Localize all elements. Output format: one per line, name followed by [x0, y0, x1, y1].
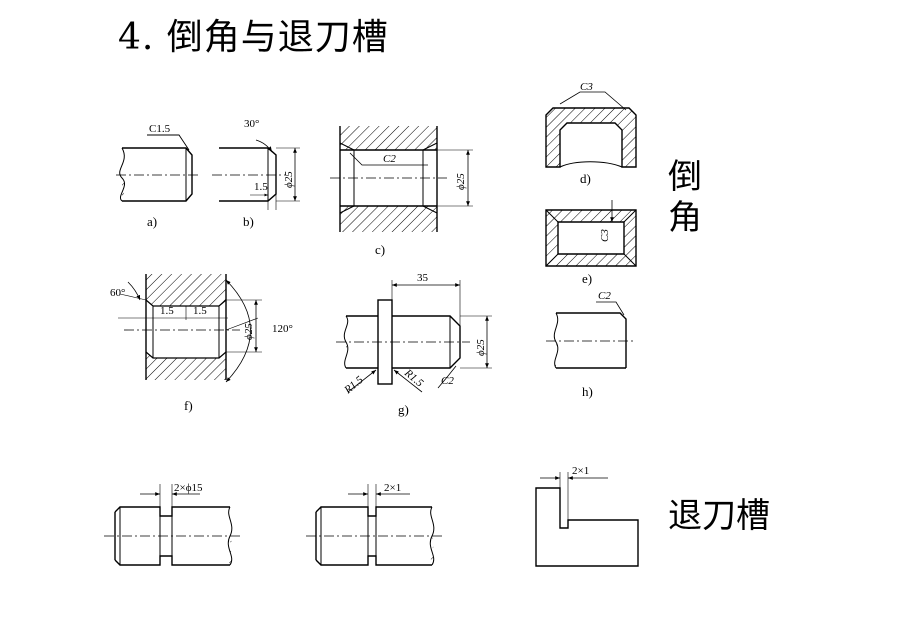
fig-c-caption: c): [375, 242, 385, 257]
fig-d-chamfer-note: C3: [580, 81, 593, 93]
figure-g: 35 ϕ25 R1.5 R1.5 C2 g): [336, 272, 492, 417]
page-title: 4. 倒角与退刀槽: [118, 17, 389, 58]
fig-f-caption: f): [184, 398, 193, 413]
fig-b-diameter: ϕ25: [283, 171, 295, 188]
figure-c: C2 ϕ25 c): [330, 126, 473, 257]
undercut-label: 退刀槽: [668, 496, 770, 536]
fig-a-chamfer-note: C1.5: [149, 123, 171, 135]
fig-h-chamfer-note: C2: [598, 290, 611, 302]
fig-f-len-1: 1.5: [160, 305, 174, 317]
undercut-1-note: 2×ϕ15: [174, 482, 203, 494]
fig-g-fillet-1: R1.5: [341, 374, 366, 397]
fig-b-length: 1.5: [254, 181, 268, 193]
chamfer-label-1: 倒: [668, 157, 702, 197]
undercut-2-note: 2×1: [384, 482, 401, 494]
fig-c-diameter: ϕ25: [455, 173, 467, 190]
fig-a-caption: a): [147, 214, 157, 229]
fig-f-angle-right: 120°: [272, 323, 293, 335]
fig-g-caption: g): [398, 402, 409, 417]
fig-h-caption: h): [582, 384, 593, 399]
undercut-figure-2: 2×1: [306, 482, 442, 566]
chamfer-label-2: 角: [668, 198, 702, 238]
fig-f-len-2: 1.5: [193, 305, 207, 317]
fig-e-caption: e): [582, 271, 592, 286]
figure-a: C1.5 a): [116, 123, 200, 229]
fig-f-diameter: ϕ25: [243, 323, 255, 340]
fig-e-chamfer-note: C3: [599, 229, 611, 242]
undercut-figure-1: 2×ϕ15: [104, 482, 240, 566]
fig-c-chamfer-note: C2: [383, 153, 396, 165]
figure-f: 60° 1.5 1.5 ϕ25 120° f): [110, 274, 293, 413]
figure-d: C3 d): [545, 81, 637, 186]
figure-b: 30° 1.5 ϕ25 b): [212, 118, 300, 229]
fig-g-chamfer-note: C2: [441, 375, 454, 387]
fig-g-diameter: ϕ25: [475, 339, 487, 356]
figure-e: C3 e): [545, 200, 637, 286]
fig-f-angle-left: 60°: [110, 287, 125, 299]
figure-h: C2 h): [546, 290, 636, 399]
fig-b-angle: 30°: [244, 118, 259, 130]
undercut-figure-3: 2×1: [535, 465, 639, 567]
fig-g-fillet-2: R1.5: [401, 366, 426, 389]
fig-b-caption: b): [243, 214, 254, 229]
fig-d-caption: d): [580, 171, 591, 186]
fig-g-length: 35: [417, 272, 429, 284]
undercut-3-note: 2×1: [572, 465, 589, 477]
